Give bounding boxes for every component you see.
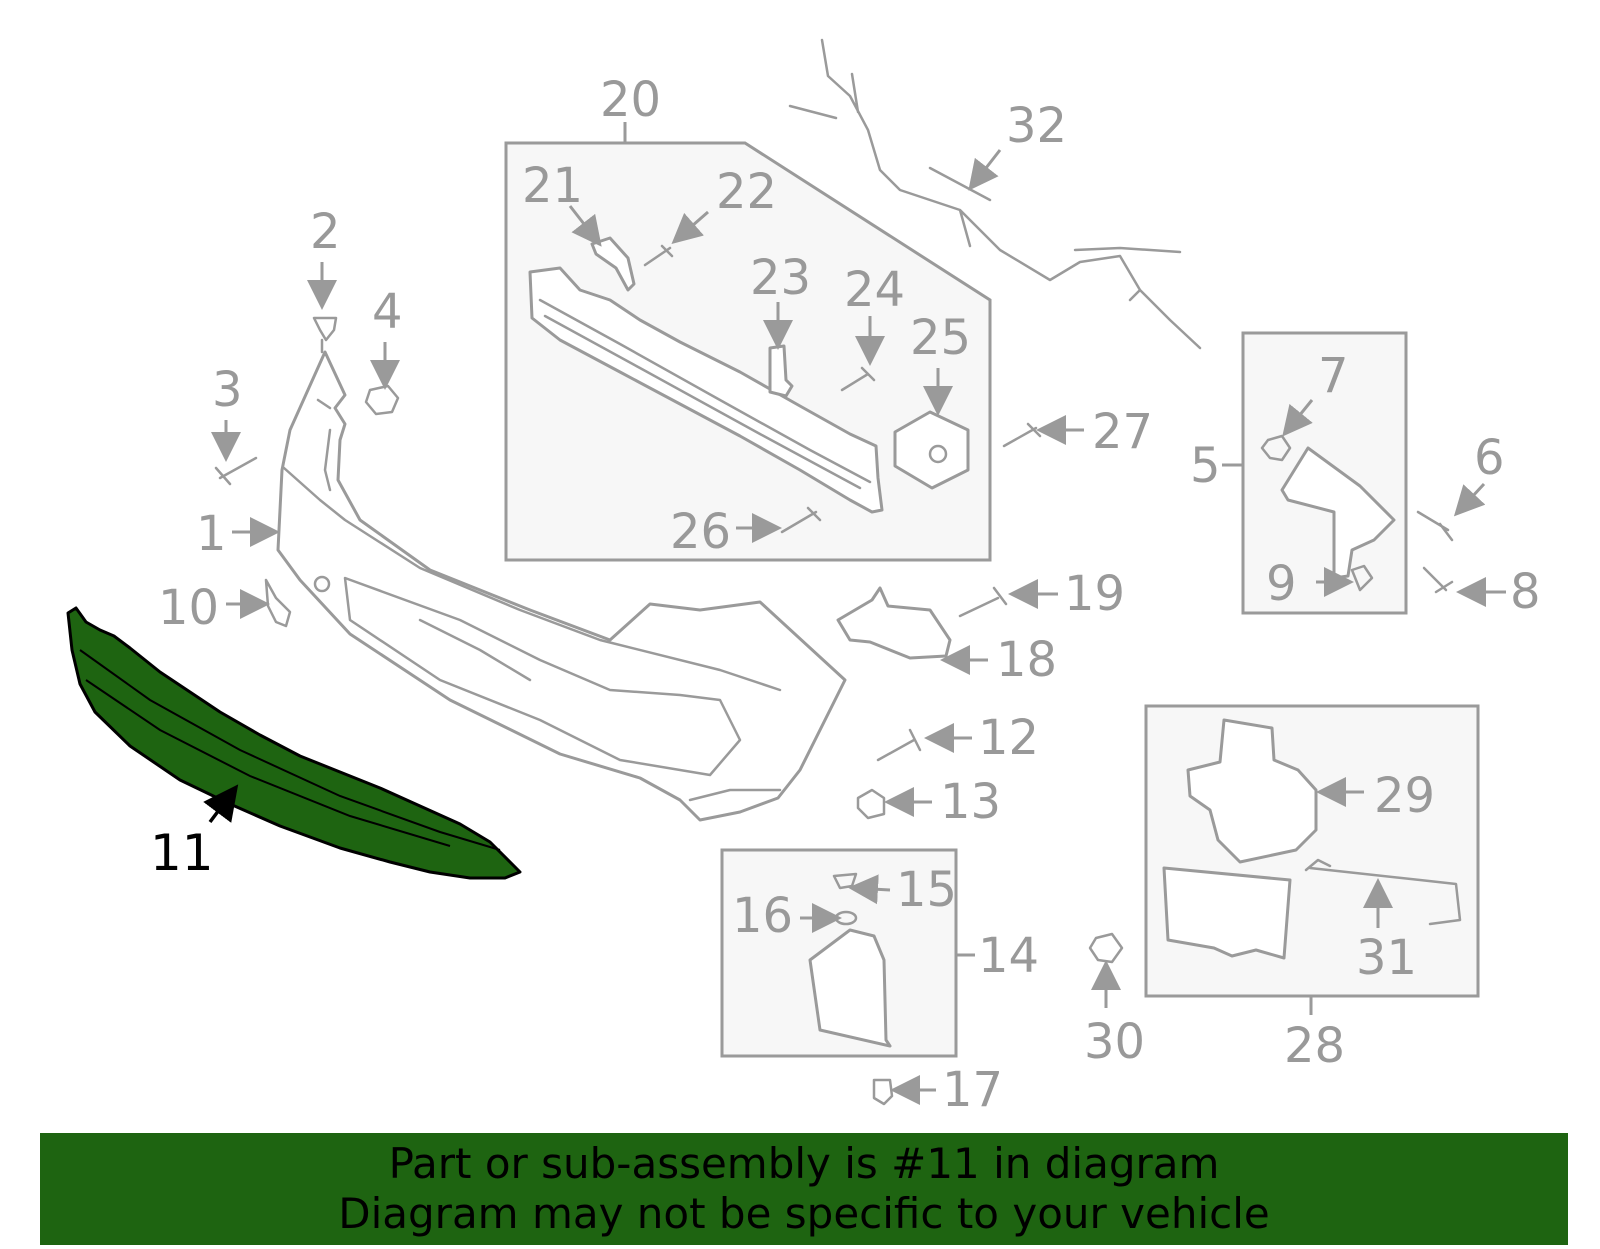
callout-19: 19 [1064,566,1125,622]
bolt-24-part [840,366,876,392]
callout-arrows [203,149,1506,1105]
wiring-harness-part [788,38,1202,350]
nut-7-part [1260,434,1292,462]
callout-32: 32 [1006,98,1067,154]
callout-9: 9 [1266,556,1297,612]
bracket-21-part [590,236,636,292]
banner-line-1: Part or sub-assembly is #11 in diagram [388,1139,1220,1188]
bolt-6-part [1416,510,1454,542]
callout-6: 6 [1474,430,1505,486]
callout-18: 18 [996,632,1057,688]
clip-2-part [312,316,338,354]
callout-3: 3 [212,362,243,418]
nut-4-part [364,384,400,416]
pin-19-part [958,586,1008,618]
clip-9-part [1350,564,1374,592]
info-banner: Part or sub-assembly is #11 in diagram D… [40,1133,1568,1245]
callout-23: 23 [750,250,811,306]
callout-26: 26 [670,504,731,560]
bolt-26-part [780,506,822,534]
sensor-harness-part [1304,858,1462,926]
callout-1: 1 [196,506,227,562]
callout-13: 13 [940,774,1001,830]
callout-31: 31 [1356,930,1417,986]
bolt-8-part [1422,566,1454,594]
bracket-18-part [836,586,952,660]
callout-29: 29 [1374,768,1435,824]
callout-14: 14 [978,928,1039,984]
callout-8: 8 [1510,564,1541,620]
callout-21: 21 [522,158,583,214]
bolt-22-part [643,244,674,267]
bolt-3-part [214,456,258,486]
reinforcement-bar-part [528,266,884,514]
callout-12: 12 [978,710,1039,766]
callout-20: 20 [600,72,661,128]
mudflap-part [808,928,892,1048]
callout-5: 5 [1190,438,1221,494]
callout-16: 16 [732,888,793,944]
callout-17: 17 [942,1062,1003,1118]
callout-27: 27 [1092,404,1153,460]
callout-2: 2 [310,204,341,260]
pin-12-part [876,728,922,762]
callout-4: 4 [372,284,403,340]
clip-13-part [856,788,886,820]
callout-11: 11 [150,824,214,882]
sensor-bracket-part [1186,718,1318,864]
banner-line-2: Diagram may not be specific to your vehi… [338,1189,1270,1238]
callout-15: 15 [896,862,957,918]
sensor-group-box [1144,704,1480,998]
bracket-5-part [1280,446,1396,580]
nut-30-part [1088,932,1124,964]
callout-30: 30 [1084,1014,1145,1070]
callout-24: 24 [844,262,905,318]
bolt-27-part [1002,422,1042,448]
bolt-17-part [872,1078,894,1106]
callout-25: 25 [910,310,971,366]
sensor-module-part [1162,866,1292,960]
bumper-cover-part [276,350,847,822]
lower-grille-part-11 [66,606,522,880]
clip-10-part [264,578,292,628]
callout-28: 28 [1284,1018,1345,1074]
callout-7: 7 [1318,348,1349,404]
callout-10: 10 [158,580,219,636]
callout-22: 22 [716,164,777,220]
